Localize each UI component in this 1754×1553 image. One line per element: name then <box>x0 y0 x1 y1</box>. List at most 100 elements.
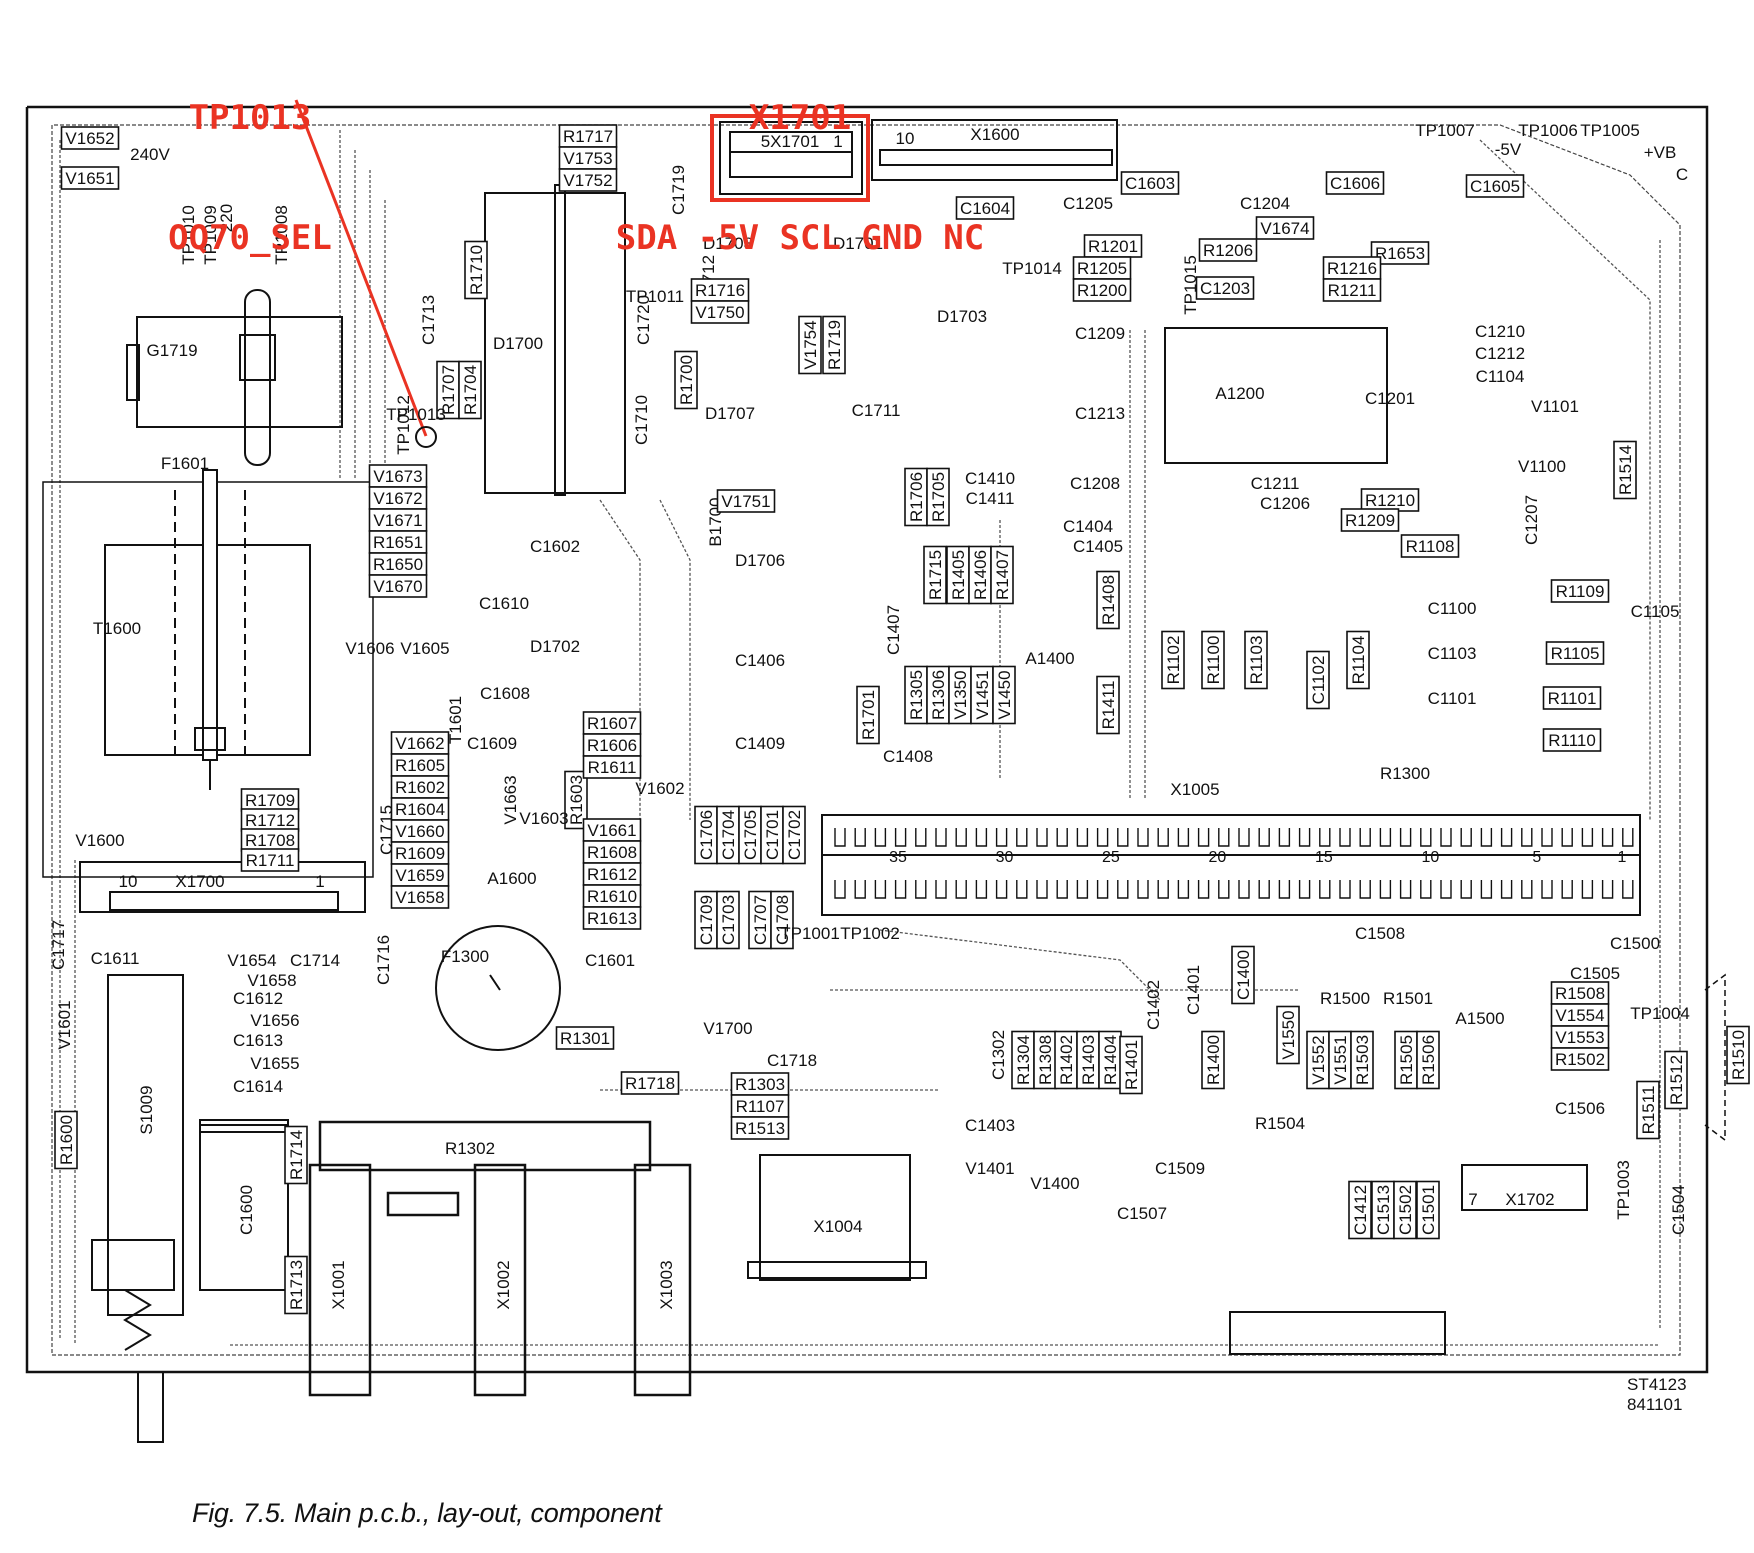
component-label: R1209 <box>1345 511 1395 530</box>
component-label: C1714 <box>290 951 340 970</box>
component-label: V1673 <box>373 467 422 486</box>
component-label: R1707 <box>439 365 458 415</box>
component-c1407: C1407 <box>884 605 903 655</box>
component-label: C1600 <box>237 1185 256 1235</box>
component-c1703: C1703 <box>716 890 740 950</box>
figure-caption: Fig. 7.5. Main p.c.b., lay-out, componen… <box>192 1498 662 1528</box>
component-label: R1500 <box>1320 989 1370 1008</box>
component-c1205: C1205 <box>1063 194 1113 213</box>
component-v1754: V1754 <box>798 315 822 375</box>
component-label: C1513 <box>1374 1185 1393 1235</box>
component-r1718: R1718 <box>620 1071 680 1095</box>
component-label: R1603 <box>567 775 586 825</box>
component-r1712: R1712 <box>240 808 300 832</box>
component-v1660: V1660 <box>390 819 450 843</box>
component-label: R1708 <box>245 831 295 850</box>
component-c1408: C1408 <box>883 747 933 766</box>
component-c1411: C1411 <box>966 489 1015 508</box>
component-label: TP1008 <box>272 205 291 265</box>
component-v1100: V1100 <box>1518 457 1566 476</box>
component-v1670: V1670 <box>368 574 428 598</box>
component-label: C1402 <box>1144 980 1163 1030</box>
tp1013-pointer-line <box>294 99 428 437</box>
component-label: V1750 <box>695 303 744 322</box>
x1701-pin-1-label: 1 <box>833 132 842 151</box>
component-label: C1101 <box>1428 689 1477 708</box>
component-label: V1663 <box>501 775 520 824</box>
component-label: X1002 <box>494 1260 513 1309</box>
component-c1608: C1608 <box>480 684 530 703</box>
component-r1607: R1607 <box>582 711 642 735</box>
component-label: R1404 <box>1101 1035 1120 1085</box>
component-c1713: C1713 <box>419 295 438 345</box>
component-r1610: R1610 <box>582 884 642 908</box>
component-label: V1451 <box>973 670 992 719</box>
component-r1651: R1651 <box>368 530 428 554</box>
component-v1551: V1551 <box>1328 1030 1352 1090</box>
component-label: R1303 <box>735 1075 785 1094</box>
component-r1708: R1708 <box>240 828 300 852</box>
component-label: R1110 <box>1548 731 1596 750</box>
component-c1714: C1714 <box>290 951 340 970</box>
component-label: R1612 <box>587 865 637 884</box>
component-label: R1109 <box>1556 582 1605 601</box>
component-label: R1715 <box>926 550 945 600</box>
component-v1552: V1552 <box>1306 1030 1330 1090</box>
component-label: R1505 <box>1397 1035 1416 1085</box>
component-c1711: C1711 <box>852 401 901 420</box>
component-label: C1609 <box>467 734 517 753</box>
x1005-label: X1005 <box>1170 780 1219 799</box>
component-label: R1102 <box>1164 636 1183 685</box>
external-r1510-dashed <box>1704 973 1726 1142</box>
component-label: V1656 <box>250 1011 299 1030</box>
component-c1506: C1506 <box>1555 1099 1605 1118</box>
component-label: C1405 <box>1073 537 1123 556</box>
component-c1105: C1105 <box>1631 602 1680 621</box>
mains-220v-label: 220 <box>217 204 236 232</box>
component-r1502: R1502 <box>1550 1047 1610 1071</box>
component-label: D1700 <box>493 334 543 353</box>
x1005-pin-label: 30 <box>996 849 1014 866</box>
component-a1400: A1400 <box>1025 649 1074 668</box>
component-label: R1511 <box>1639 1086 1658 1135</box>
component-label: R1714 <box>287 1130 306 1180</box>
component-label: C1103 <box>1428 644 1477 663</box>
component-label: R1216 <box>1327 259 1377 278</box>
component-v1451: V1451 <box>970 665 994 725</box>
component-label: R1613 <box>587 909 637 928</box>
component-label: TP1005 <box>1580 121 1640 140</box>
component-label: R1653 <box>1375 244 1425 263</box>
component-c1717: C1717 <box>49 920 68 970</box>
component-v1663: V1663 <box>501 775 520 824</box>
component-r1302: R1302 <box>445 1139 495 1158</box>
component-g1719: G1719 <box>146 341 197 360</box>
component-c1302: C1302 <box>989 1030 1008 1080</box>
component-c1404: C1404 <box>1063 517 1113 536</box>
component-r1704: R1704 <box>458 360 482 420</box>
component-x1002: X1002 <box>494 1260 513 1309</box>
component-r1606: R1606 <box>582 733 642 757</box>
component-label: A1500 <box>1455 1009 1504 1028</box>
component-label: C1608 <box>480 684 530 703</box>
component-v1554: V1554 <box>1550 1003 1610 1027</box>
component-c1701: C1701 <box>760 805 784 865</box>
component-v1606: V1606 <box>345 639 394 658</box>
component-r1717: R1717 <box>558 124 618 148</box>
component-c1406: C1406 <box>735 651 785 670</box>
component-c1604: C1604 <box>955 196 1015 220</box>
connector-x1600-body <box>871 119 1118 181</box>
component-label: R1104 <box>1349 636 1368 685</box>
component-r1109: R1109 <box>1550 579 1610 603</box>
component-r1206: R1206 <box>1198 238 1258 262</box>
component-label: V1671 <box>373 511 422 530</box>
component-label: C1211 <box>1251 474 1300 493</box>
component-r1710: R1710 <box>464 240 488 300</box>
connector-x1700-body <box>79 861 366 913</box>
component-r1104: R1104 <box>1346 630 1370 690</box>
component-label: V1350 <box>951 670 970 719</box>
component-c1211: C1211 <box>1251 474 1300 493</box>
component-label: C1411 <box>966 489 1015 508</box>
component-r1706: R1706 <box>904 467 928 527</box>
x1700-label: X1700 <box>175 872 224 891</box>
